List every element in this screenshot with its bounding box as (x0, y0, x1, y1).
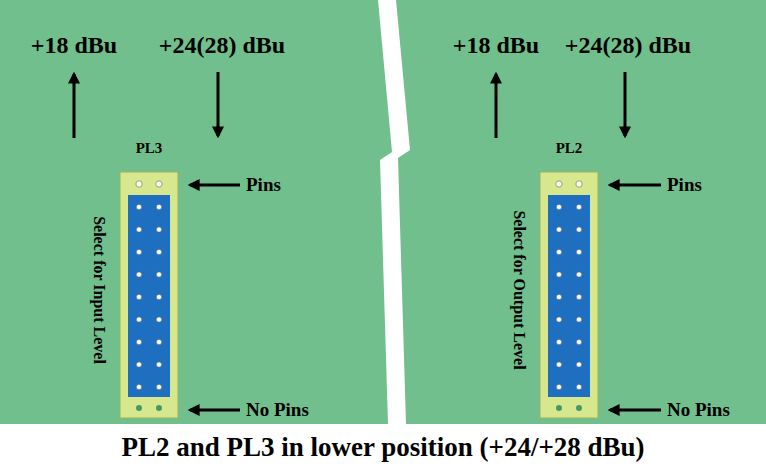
select-label: Select for Output Level (510, 210, 528, 369)
pin-header: PL3 (120, 140, 178, 418)
pin (156, 339, 161, 344)
pins-label: No Pins (246, 400, 309, 421)
pointer-arrow (610, 409, 661, 412)
pin (136, 384, 141, 389)
up-arrow (73, 74, 76, 138)
pin (556, 272, 561, 277)
pin (556, 362, 561, 367)
pin (576, 227, 581, 232)
pins-label: Pins (667, 175, 702, 196)
select-label: Select for Input Level (90, 216, 108, 364)
pin (136, 294, 141, 299)
down-arrow (624, 72, 627, 136)
pointer-arrow (190, 409, 240, 412)
header-label: PL2 (540, 140, 598, 157)
pin (576, 181, 582, 187)
level-label: +18 dBu (31, 32, 117, 58)
pins-label: Pins (246, 175, 281, 196)
pin (576, 249, 581, 254)
pin (576, 362, 581, 367)
circuit-board (0, 0, 766, 424)
level-label: +24(28) dBu (159, 32, 285, 58)
pin (556, 181, 562, 187)
pin (556, 294, 561, 299)
pin (156, 181, 162, 187)
pin (156, 362, 161, 367)
empty-pad (556, 405, 562, 411)
pin (156, 227, 161, 232)
pin (136, 181, 142, 187)
jumper-block (128, 195, 170, 397)
pin (576, 272, 581, 277)
pin-array (136, 181, 582, 411)
break-line (378, 0, 410, 424)
pin (576, 294, 581, 299)
pin (556, 249, 561, 254)
pin (136, 272, 141, 277)
empty-pad (156, 405, 162, 411)
pin (136, 227, 141, 232)
pin (576, 317, 581, 322)
pin (156, 317, 161, 322)
pin (576, 384, 581, 389)
pins-label: No Pins (667, 400, 730, 421)
pointer-arrow (610, 184, 661, 187)
pin (556, 227, 561, 232)
header-frame (540, 172, 598, 418)
level-label: +18 dBu (453, 32, 539, 58)
pin (156, 249, 161, 254)
pin (156, 204, 161, 209)
figure-caption: PL2 and PL3 in lower position (+24/+28 d… (121, 433, 644, 463)
pin-header: PL2 (540, 140, 598, 418)
up-arrow (495, 74, 498, 138)
header-frame (120, 172, 178, 418)
level-label: +24(28) dBu (565, 32, 691, 58)
pin (136, 204, 141, 209)
pin (136, 339, 141, 344)
pin (136, 249, 141, 254)
pin (556, 204, 561, 209)
jumper-block (548, 195, 590, 397)
header-label: PL3 (120, 140, 178, 157)
pin (576, 204, 581, 209)
empty-pad (576, 405, 582, 411)
empty-pad (136, 405, 142, 411)
pointer-arrow (190, 184, 240, 187)
pin (136, 317, 141, 322)
pin (556, 317, 561, 322)
caption-band (0, 424, 766, 471)
pin (156, 384, 161, 389)
pin (136, 362, 141, 367)
down-arrow (217, 72, 220, 136)
pin (576, 339, 581, 344)
pin (156, 272, 161, 277)
pin (556, 339, 561, 344)
pin (156, 294, 161, 299)
pin (556, 384, 561, 389)
